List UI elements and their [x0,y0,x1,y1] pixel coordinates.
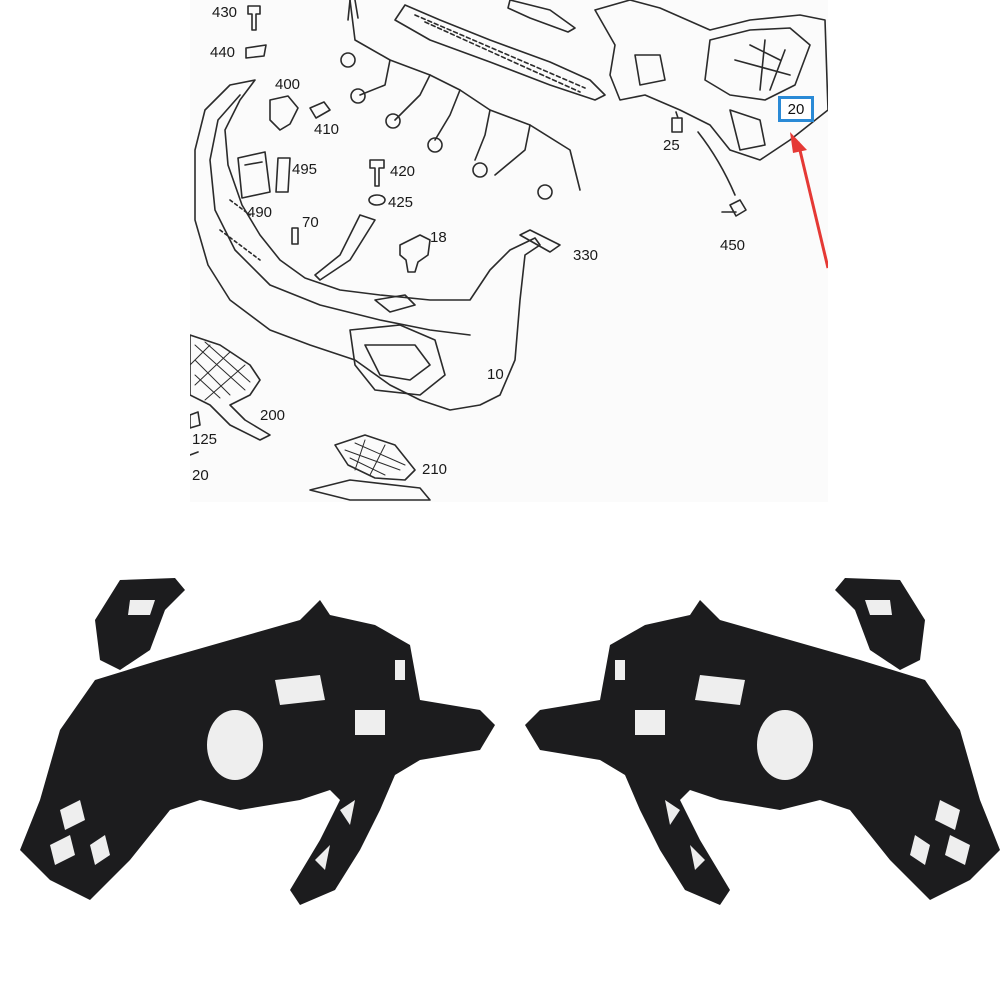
highlighted-part-callout: 20 [778,96,814,122]
part-label: 420 [390,163,416,180]
part-label: 10 [487,366,504,383]
part-label: 450 [720,237,746,254]
pin-70 [291,227,299,245]
right-bracket-photo [525,578,1000,905]
trim-330 [519,229,561,253]
diagram-linework [190,0,828,501]
pointer-arrow [790,132,828,269]
part-label: 410 [314,121,340,138]
part-label: 20 [192,467,209,484]
part-label: 210 [422,461,448,478]
bolt-420 [369,159,385,187]
part-label: 425 [388,194,414,211]
impact-strip [394,4,606,101]
wiring-harness [340,0,581,200]
part-label: 18 [430,229,447,246]
part-label: 495 [292,161,318,178]
bracket-495 [275,157,291,193]
parts-diagram: 430 440 400 410 495 490 420 425 70 18 33… [190,0,828,502]
bracket-20-drawing [594,0,828,161]
grille-200 [190,334,271,441]
washer-425 [368,194,386,206]
clip-18 [399,234,431,273]
bumper-cover [194,79,541,411]
bolt-430 [247,5,261,31]
module-490 [237,151,271,199]
part-label: 70 [302,214,319,231]
part-label: 200 [260,407,286,424]
part-label: 25 [663,137,680,154]
bracket-photos [20,578,1000,905]
part-label: 400 [275,76,301,93]
vent-210 [334,434,416,481]
part-label: 125 [192,431,218,448]
product-photos [0,560,1000,920]
part-label: 440 [210,44,236,61]
left-bracket-photo [20,578,495,905]
holder-400 [269,95,299,131]
part-label: 490 [247,204,273,221]
part-label: 330 [573,247,599,264]
clip-440 [245,44,267,59]
bolt-410 [309,101,331,119]
part-label: 430 [212,4,238,21]
